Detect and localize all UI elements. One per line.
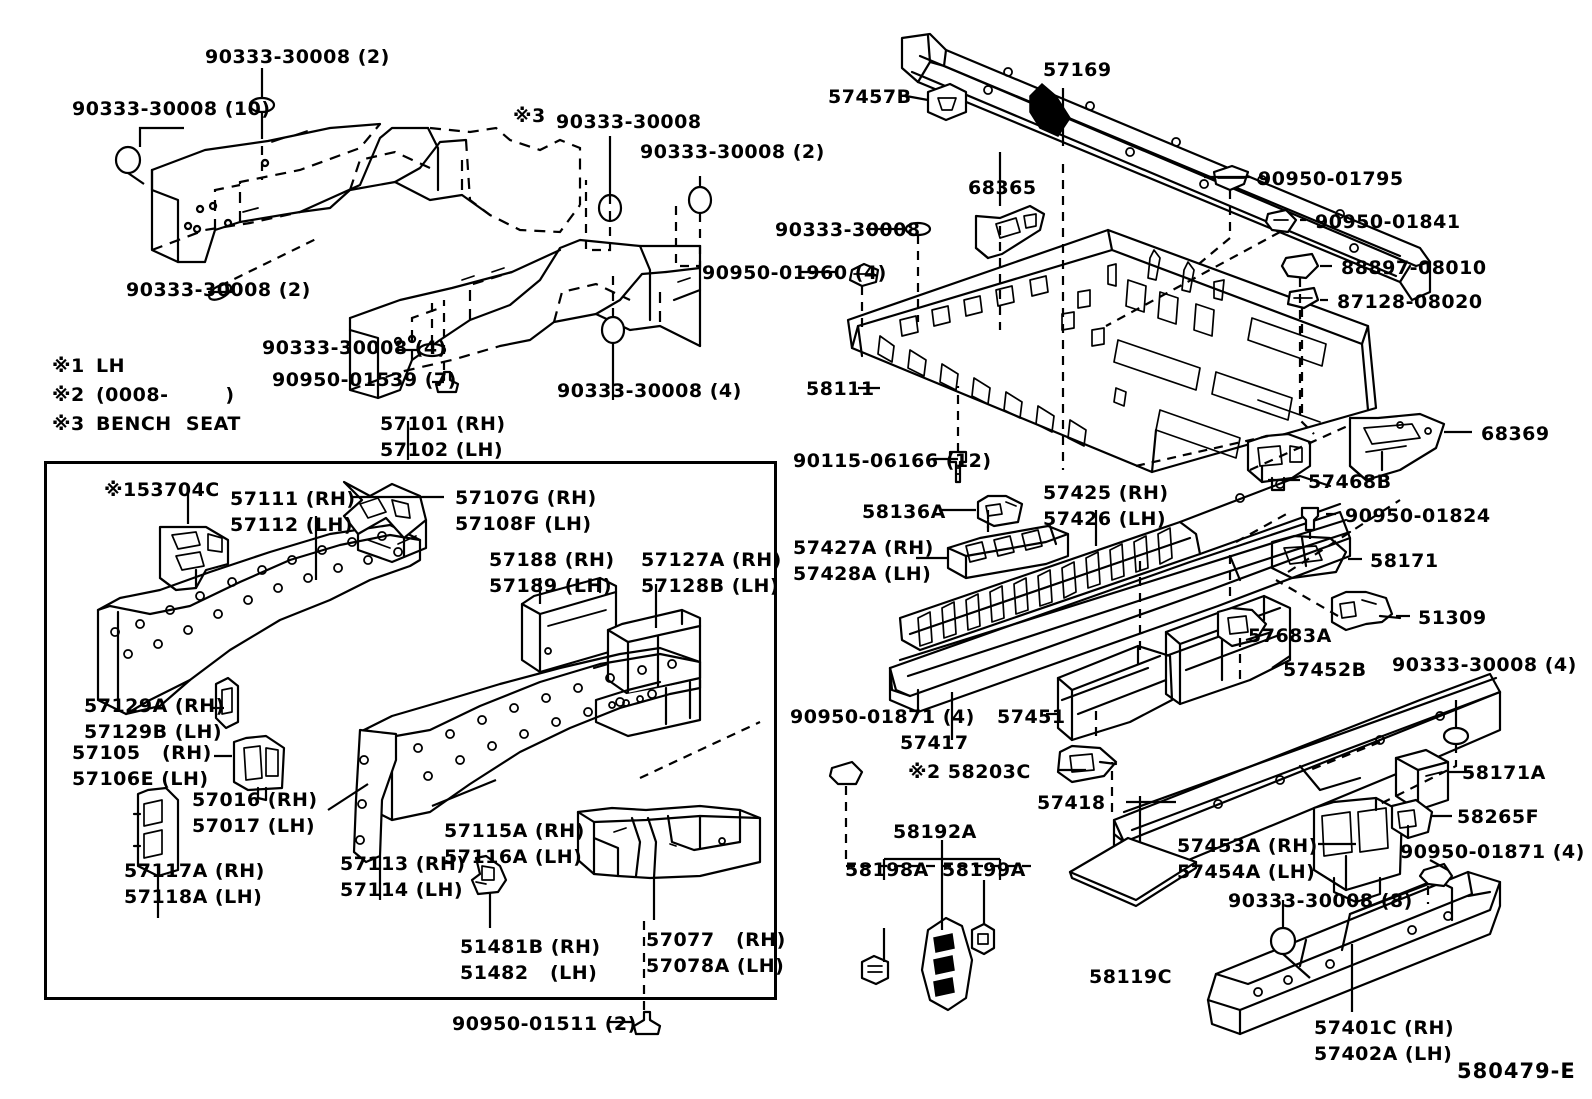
part-label-90950-01795: 90950-01795: [1258, 168, 1404, 190]
part-label-57453a-57454a: 57453A (RH) 57454A (LH): [1177, 835, 1318, 883]
part-label-90950-01539-7: 90950-01539 (7): [272, 369, 457, 391]
art-58136a-clip: [976, 494, 1024, 530]
art-58111-floor-pan: [846, 228, 1378, 474]
part-label-51309: 51309: [1418, 607, 1487, 629]
art-upper-side-member-rear: [150, 122, 492, 264]
part-label-90333-30008-2-left: 90333-30008 (2): [126, 279, 311, 301]
part-label-90333-30008-bench: 90333-30008: [556, 111, 702, 133]
part-label-68365: 68365: [968, 177, 1037, 199]
part-label-57188-57189: 57188 (RH) 57189 (LH): [489, 549, 615, 597]
part-label-57417: 57417: [900, 732, 969, 754]
part-label-58198a: 58198A: [845, 859, 929, 881]
part-label-90333-30008-2-top: 90333-30008 (2): [205, 46, 390, 68]
part-label-57452b: 57452B: [1283, 659, 1367, 681]
art-57451-member: [1056, 644, 1174, 742]
art-57468b-bracket: [1246, 432, 1312, 492]
part-label-mark3: ※3: [513, 105, 546, 127]
part-label-58192a: 58192A: [893, 821, 977, 843]
part-label-90333-30008-floor: 90333-30008: [775, 219, 921, 241]
part-label-90333-30008-10: 90333-30008 (10): [72, 98, 271, 120]
drawing-number: 580479-E: [1457, 1059, 1576, 1083]
art-57452b-member: [1164, 594, 1292, 706]
part-label-90950-01511-2: 90950-01511 (2): [452, 1013, 637, 1035]
bracket-58192a: [882, 840, 1002, 930]
part-label-90950-01841: 90950-01841: [1315, 211, 1461, 233]
legend-item-1-mark: ※1: [52, 355, 85, 377]
part-label-57129a-57129b: 57129A (RH) 57129B (LH): [84, 695, 225, 743]
part-label-58199a: 58199A: [942, 859, 1026, 881]
part-label-58171: 58171: [1370, 550, 1439, 572]
art-68365-bracket: [974, 204, 1046, 260]
part-label-53704c: ※153704C: [104, 479, 220, 501]
part-label-87128-08020: 87128-08020: [1337, 291, 1483, 313]
part-label-57111-57112: 57111 (RH) 57112 (LH): [230, 488, 356, 536]
part-label-57427a-57428a: 57427A (RH) 57428A (LH): [793, 537, 934, 585]
part-label-90333-30008-4-lower: 90333-30008 (4): [557, 380, 742, 402]
art-57427a-reinforcement: [946, 524, 1070, 580]
part-label-90950-01871-4-left: 90950-01871 (4): [790, 706, 975, 728]
part-label-57105-57106e: 57105 (RH) 57106E (LH): [72, 742, 212, 790]
art-58171-bracket: [1270, 534, 1348, 580]
part-label-57418: 57418: [1037, 792, 1106, 814]
part-label-57117a-57118a: 57117A (RH) 57118A (LH): [124, 860, 265, 908]
part-label-88897-08010: 88897-08010: [1341, 257, 1487, 279]
part-label-90333-30008-2-right: 90333-30008 (2): [640, 141, 825, 163]
part-label-57016-57017: 57016 (RH) 57017 (LH): [192, 789, 318, 837]
art-58171a-bracket: [1394, 748, 1450, 812]
part-label-58265f: 58265F: [1457, 806, 1540, 828]
legend-item-3-text: BENCH SEAT: [96, 413, 241, 435]
legend-item-2-text: (0008- ): [96, 384, 235, 406]
part-label-90950-01960-4: 90950-01960 (4): [702, 262, 887, 284]
part-label-57107g-57108f: 57107G (RH) 57108F (LH): [455, 487, 597, 535]
part-label-51481b-51482: 51481B (RH) 51482 (LH): [460, 936, 601, 984]
part-label-90333-30008-4-right: 90333-30008 (4): [1392, 654, 1577, 676]
art-57417-rocker: [888, 510, 1352, 714]
part-label-58119c: 58119C: [1089, 966, 1173, 988]
part-label-57468b: 57468B: [1308, 471, 1392, 493]
part-label-90333-30008-4-left: 90333-30008 (4): [262, 337, 447, 359]
part-label-58136a: 58136A: [862, 501, 946, 523]
part-label-57425-57426: 57425 (RH) 57426 (LH): [1043, 482, 1169, 530]
part-label-58171a: 58171A: [1462, 762, 1546, 784]
part-label-90950-01871-4-right: 90950-01871 (4): [1400, 841, 1585, 863]
part-label-57451: 57451: [997, 706, 1066, 728]
part-label-57683a: 57683A: [1248, 625, 1332, 647]
part-label-90950-01824: 90950-01824: [1345, 505, 1491, 527]
art-57453a-bracket: [1312, 796, 1404, 904]
art-58265f-clip: [1390, 798, 1434, 840]
part-label-58111: 58111: [806, 378, 875, 400]
art-51309-bracket: [1330, 590, 1402, 632]
art-58192a-parts: [860, 916, 996, 1012]
part-label-57113-57114: 57113 (RH) 57114 (LH): [340, 853, 466, 901]
part-label-57401c-57402a: 57401C (RH) 57402A (LH): [1314, 1017, 1455, 1065]
part-label-90333-30008-8: 90333-30008 (8): [1228, 890, 1413, 912]
part-label-57077-57078a: 57077 (RH) 57078A (LH): [646, 929, 786, 977]
part-label-90115-06166-12: 90115-06166 (12): [793, 450, 992, 472]
part-label-57169: 57169: [1043, 59, 1112, 81]
detail-box-frame: [44, 461, 777, 1000]
legend-item-1-text: LH: [96, 355, 126, 377]
part-label-57457b: 57457B: [828, 86, 912, 108]
legend-item-3-mark: ※3: [52, 413, 85, 435]
part-label-57127a-57128b: 57127A (RH) 57128B (LH): [641, 549, 782, 597]
part-label-58203c: ※2 58203C: [908, 761, 1031, 783]
part-label-57101-57102: 57101 (RH) 57102 (LH): [380, 413, 506, 461]
part-label-68369: 68369: [1481, 423, 1550, 445]
art-58203c-clip: [1056, 744, 1118, 784]
part-label-57115a-57116a: 57115A (RH) 57116A (LH): [444, 820, 585, 868]
legend-item-2-mark: ※2: [52, 384, 85, 406]
